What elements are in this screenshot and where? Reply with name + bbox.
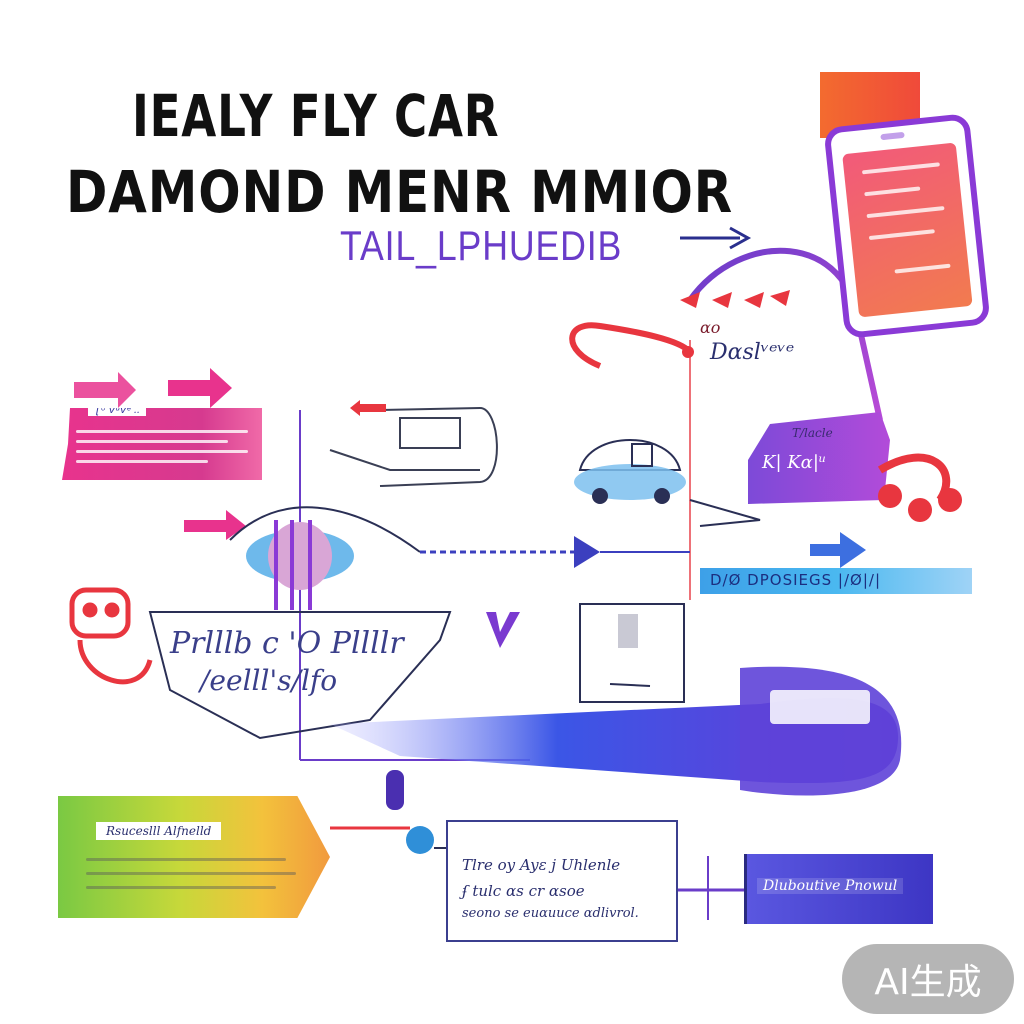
desc-line-2: ʄ tulc ɑs cr ɑsoe: [462, 882, 585, 900]
subtitle: TAIL_LPHUEDIB: [340, 222, 623, 269]
description-box: Tlre oy Ayɛ j Uhlenle ʄ tulc ɑs cr ɑsoe …: [446, 820, 678, 942]
center-text-line-1: Prlllb c 'O Pllllr: [170, 626, 404, 661]
blue-button-label: Dluboutive Pnowul: [757, 878, 904, 894]
robot-icon: [69, 587, 153, 685]
pink-arrow-mid: [184, 510, 246, 540]
red-arrows: [680, 290, 790, 308]
connector-node: [406, 826, 434, 854]
green-tag: Rsuceslll Alfnelld: [58, 796, 330, 918]
subtitle-arrow: [680, 226, 752, 250]
blue-strip: D/Ø DPOSIEGS |/Ø|/|: [700, 568, 972, 594]
pink-banner: Ʈᵕ VᵘVᵉ ..: [62, 408, 262, 480]
purple-marker: [386, 770, 404, 810]
car-sketch: [574, 439, 761, 527]
center-text-line-2: /eelll's/lfo: [200, 664, 338, 697]
desc-line-1: Tlre oy Ayɛ j Uhlenle: [462, 856, 621, 874]
monitor-sketch: [329, 406, 498, 487]
phone-side-label: Dɑslᵛᵉᵛᵉ: [710, 340, 795, 365]
pink-banner-text: Ʈᵕ VᵘVᵉ ..: [88, 408, 147, 416]
green-tag-label: Rsuceslll Alfnelld: [96, 822, 222, 840]
title-line-2: DAMOND MENR MMIOR: [66, 158, 734, 226]
van-illustration: [748, 412, 962, 522]
phone-illustration: [823, 112, 991, 340]
ai-generated-badge: AI生成: [842, 944, 1014, 1014]
center-funnel: [148, 611, 452, 740]
brain-sketch: [229, 506, 421, 610]
red-hook: [569, 322, 693, 369]
pink-arrows: [74, 368, 232, 408]
red-pointer-left: [350, 400, 386, 416]
right-box: [579, 603, 685, 703]
title-line-1: IEALY FLY CAR: [132, 82, 500, 150]
blue-button[interactable]: Dluboutive Pnowul: [744, 854, 933, 924]
blue-arrow-right: [810, 532, 866, 568]
blue-strip-text: D/Ø DPOSIEGS |/Ø|/|: [710, 571, 881, 589]
phone-notch: [880, 131, 905, 141]
v-mark: [486, 612, 520, 648]
blue-beam: [330, 666, 902, 796]
phone-screen: [842, 142, 973, 318]
desc-line-3: seono se euɑuuce ɑdlivrol.: [462, 906, 639, 921]
van-side-label: K| Kɑ|ᵘ: [762, 452, 827, 473]
phone-side-small-label: ɑo: [700, 318, 721, 337]
van-top-label: T/lacle: [792, 426, 833, 440]
